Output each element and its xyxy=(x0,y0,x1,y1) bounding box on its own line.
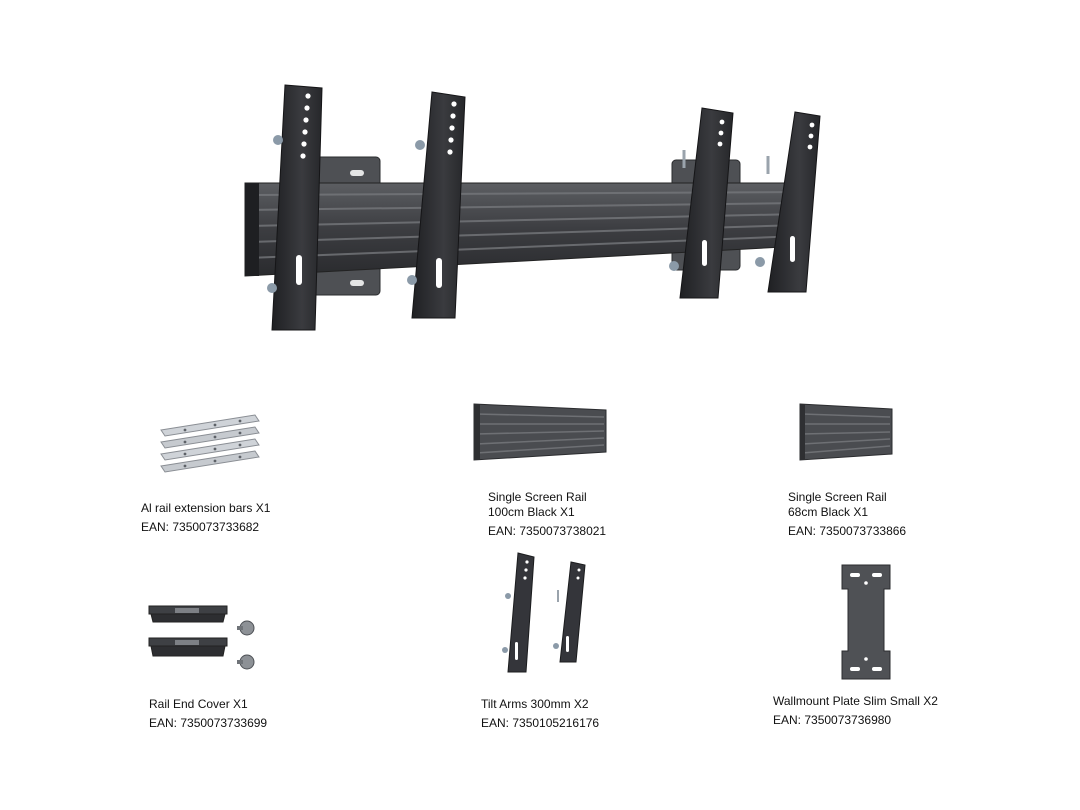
item-ean: EAN: 7350073733699 xyxy=(149,716,268,730)
item-name: Rail End Cover X1 xyxy=(149,697,248,711)
item-ean: EAN: 7350073733866 xyxy=(788,524,907,538)
item-name: Tilt Arms 300mm X2 xyxy=(481,697,589,711)
item-ean: EAN: 7350073733682 xyxy=(141,520,260,534)
item-ean: EAN: 7350073736980 xyxy=(773,713,892,727)
item-name: Single Screen Rail 68cm Black X1 xyxy=(788,490,887,519)
item-ean: EAN: 7350105216176 xyxy=(481,716,600,730)
item-ean: EAN: 7350073738021 xyxy=(488,524,607,538)
tilt-arm-icon xyxy=(502,552,586,673)
item-name: Single Screen Rail 100cm Black X1 xyxy=(488,490,587,519)
rail-68cm-icon xyxy=(799,403,893,461)
wallmount-plate-icon xyxy=(841,564,891,680)
rail-end-cover-icon xyxy=(148,605,255,670)
aluminium-rail-bars-icon xyxy=(160,414,260,473)
rail-100cm-icon xyxy=(473,403,607,461)
video-wall-mount-icon xyxy=(244,84,821,331)
item-name: Wallmount Plate Slim Small X2 xyxy=(773,694,938,708)
item-name: Al rail extension bars X1 xyxy=(141,501,271,515)
